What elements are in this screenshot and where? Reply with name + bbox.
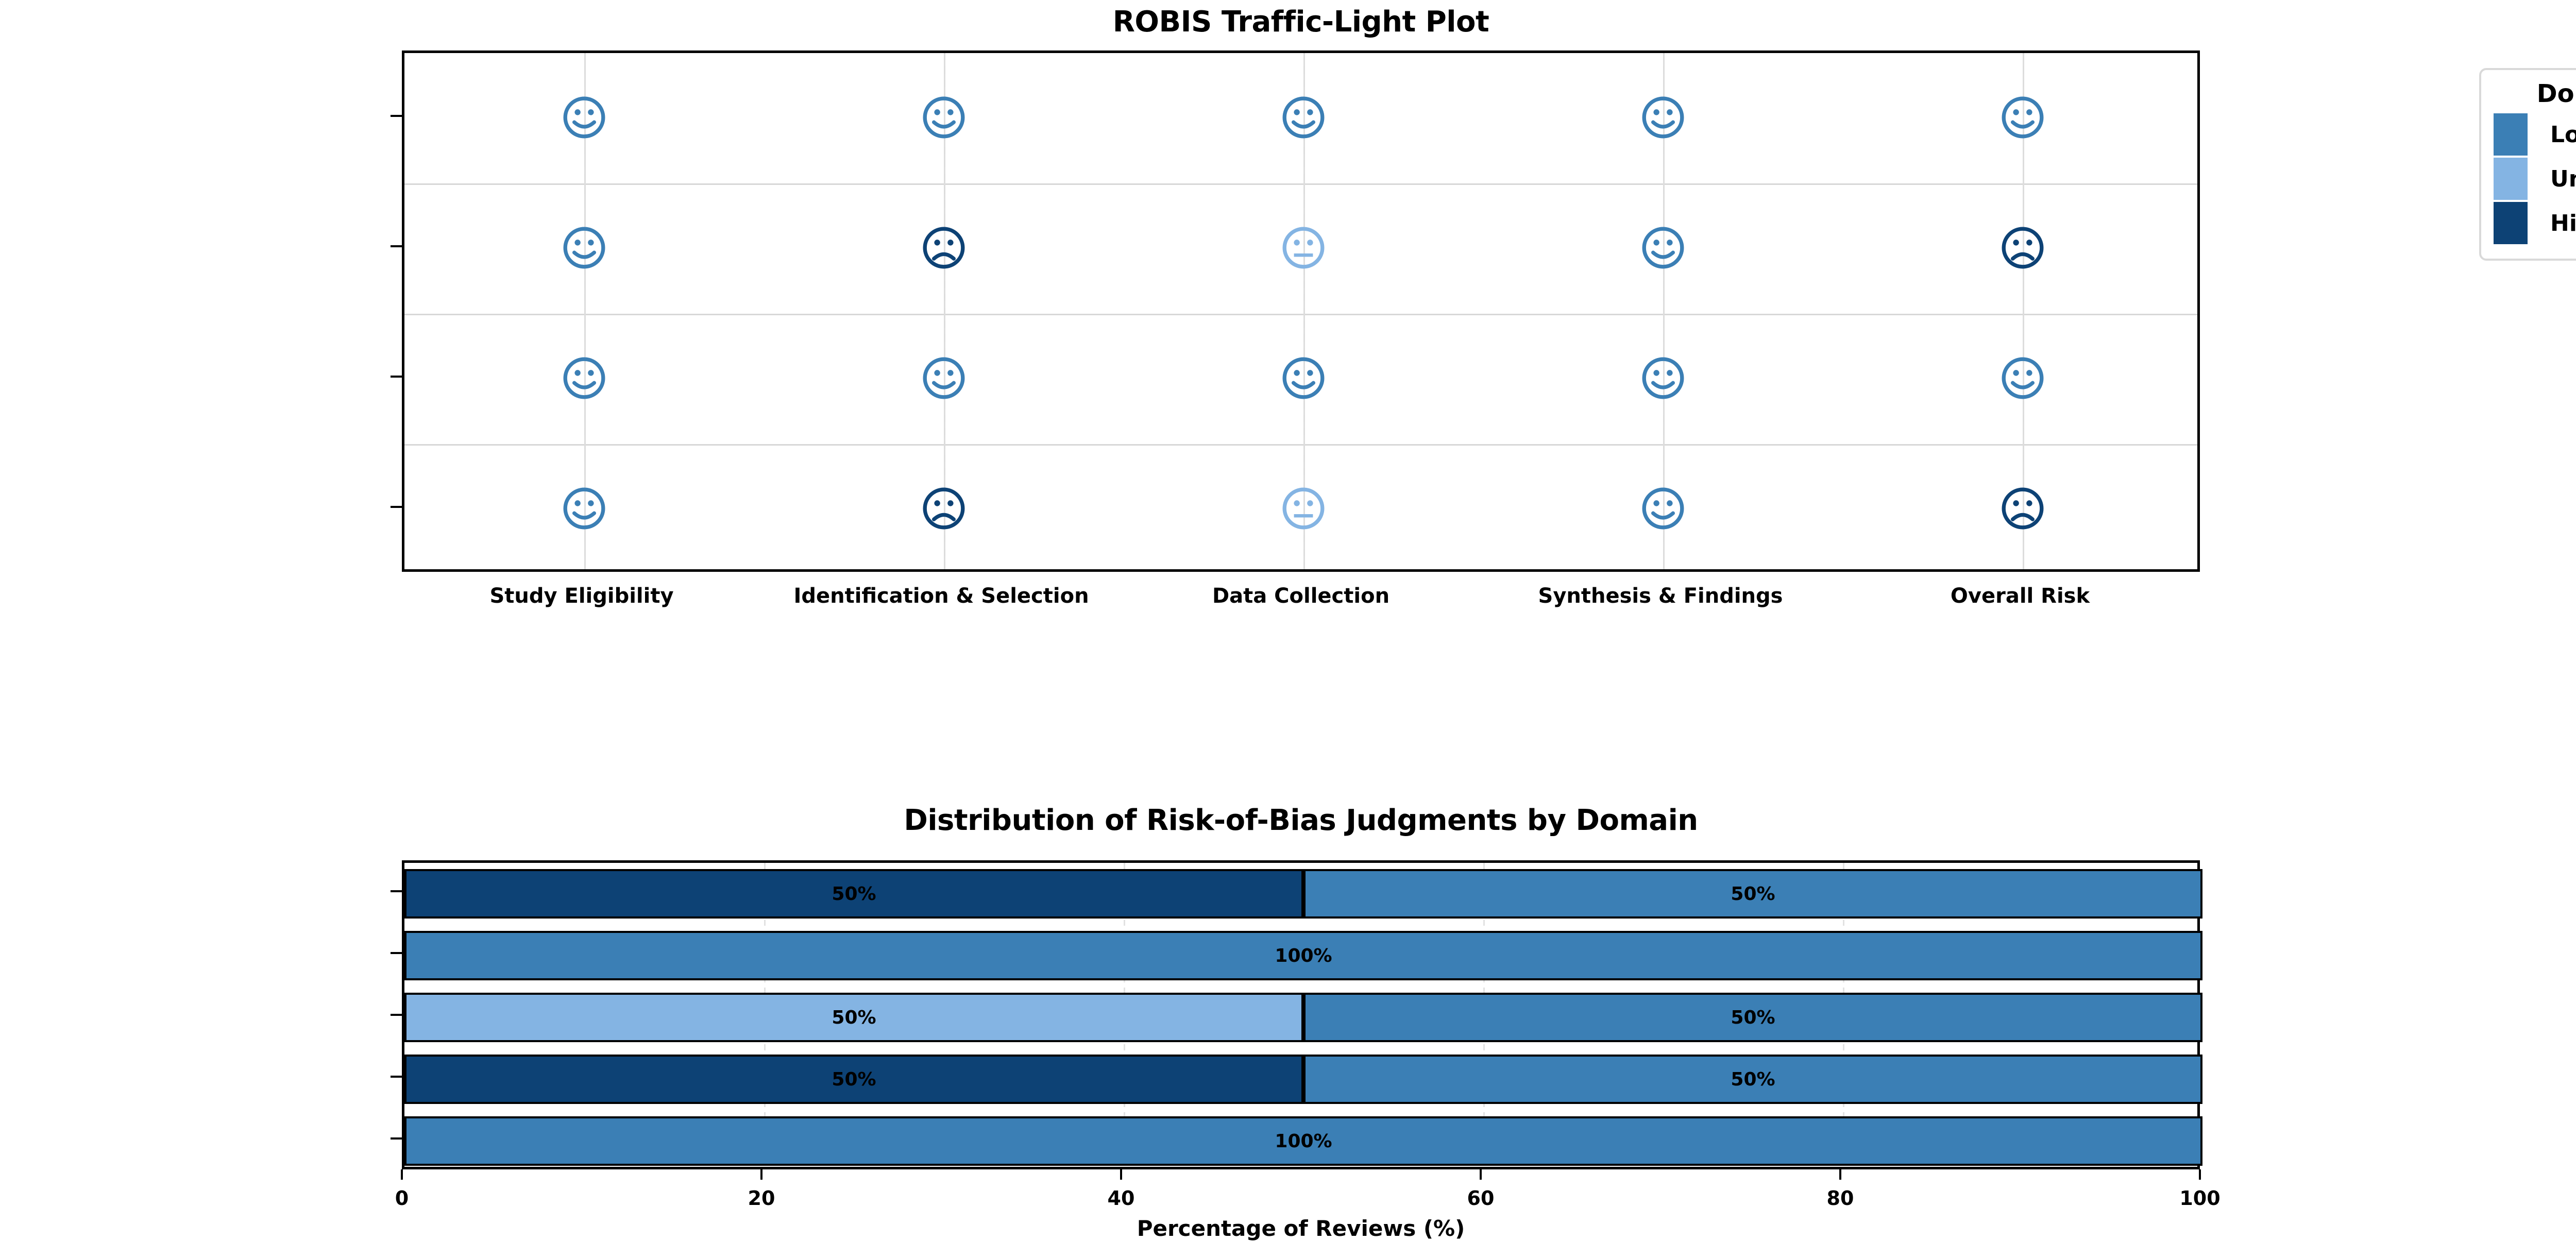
bar-chart-x-tick-label: 0 xyxy=(395,1187,409,1210)
bar-chart-segment-label: 50% xyxy=(1731,1068,1775,1090)
domain-risk-legend: Domain Risk Low RiskUnclear RiskHigh Ris… xyxy=(2479,68,2576,261)
traffic-light-column-gridline xyxy=(584,53,586,569)
smiley-face-icon[interactable] xyxy=(1280,94,1327,143)
bar-chart-y-tick xyxy=(391,952,402,954)
bar-chart-x-tick xyxy=(1480,1169,1482,1180)
bar-chart-x-tick-label: 100 xyxy=(2179,1187,2221,1210)
bar-chart-x-tick xyxy=(1839,1169,1841,1180)
traffic-light-domain-label: Overall Risk xyxy=(1950,584,2090,608)
legend-items: Low RiskUnclear RiskHigh Risk xyxy=(2494,112,2576,245)
smiley-face-icon[interactable] xyxy=(1280,354,1327,404)
bar-chart-segment[interactable]: 100% xyxy=(404,931,2202,980)
traffic-light-y-tick xyxy=(391,375,402,378)
bar-chart-plot-area: 50% 50% 100% 50% 50% 50% 50% 100% xyxy=(402,860,2202,1169)
legend-item[interactable]: Unclear Risk xyxy=(2494,157,2576,201)
traffic-light-column-gridline xyxy=(2023,53,2024,569)
bar-chart-bar: 50% 50% xyxy=(404,1055,2202,1104)
traffic-light-domain-label: Synthesis & Findings xyxy=(1538,584,1783,608)
bar-chart-x-tick-label: 20 xyxy=(748,1187,775,1210)
legend-item[interactable]: High Risk xyxy=(2494,201,2576,245)
traffic-light-domain-label: Study Eligibility xyxy=(489,584,674,608)
traffic-light-y-tick xyxy=(391,245,402,247)
legend-item-label: High Risk xyxy=(2550,210,2576,236)
legend-color-swatch xyxy=(2494,158,2528,200)
smiley-face-icon[interactable] xyxy=(561,485,608,534)
sad-face-icon[interactable] xyxy=(920,485,968,534)
bar-chart-x-tick-label: 40 xyxy=(1107,1187,1135,1210)
smiley-face-icon[interactable] xyxy=(1639,485,1687,534)
traffic-light-y-tick xyxy=(391,505,402,508)
smiley-face-icon[interactable] xyxy=(561,94,608,143)
bar-chart-bar: 100% xyxy=(404,931,2202,980)
bar-chart-segment-label: 50% xyxy=(1731,1007,1775,1028)
traffic-light-column-gridline xyxy=(944,53,945,569)
bar-chart-segment[interactable]: 100% xyxy=(404,1116,2202,1166)
bar-chart-x-tick-label: 60 xyxy=(1467,1187,1495,1210)
neutral-face-icon[interactable] xyxy=(1280,224,1327,274)
traffic-light-column-gridline xyxy=(1303,53,1305,569)
legend-item[interactable]: Low Risk xyxy=(2494,112,2576,157)
bar-chart-segment-label: 50% xyxy=(832,1068,876,1090)
traffic-light-y-tick xyxy=(391,114,402,117)
bar-chart-x-tick-label: 80 xyxy=(1826,1187,1854,1210)
neutral-face-icon[interactable] xyxy=(1280,485,1327,534)
bar-chart-x-tick xyxy=(2199,1169,2201,1180)
bar-chart-segment[interactable]: 50% xyxy=(1303,1055,2202,1104)
traffic-light-title: ROBIS Traffic-Light Plot xyxy=(1112,5,1489,39)
legend-color-swatch xyxy=(2494,113,2528,156)
traffic-light-domain-label: Identification & Selection xyxy=(793,584,1089,608)
bar-chart-bar: 50% 50% xyxy=(404,993,2202,1042)
bar-chart-x-tick xyxy=(401,1169,403,1180)
sad-face-icon[interactable] xyxy=(1999,485,2046,534)
legend-item-label: Unclear Risk xyxy=(2550,165,2576,192)
bar-chart-xaxis-label: Percentage of Reviews (%) xyxy=(1137,1216,1465,1241)
traffic-light-column-gridline xyxy=(1663,53,1665,569)
smiley-face-icon[interactable] xyxy=(561,354,608,404)
bar-chart-segment[interactable]: 50% xyxy=(404,1055,1303,1104)
smiley-face-icon[interactable] xyxy=(1999,354,2046,404)
smiley-face-icon[interactable] xyxy=(561,224,608,274)
bar-chart-segment-label: 100% xyxy=(1275,945,1332,966)
bar-chart-segment-label: 50% xyxy=(832,883,876,905)
bar-chart-segment[interactable]: 50% xyxy=(404,869,1303,919)
smiley-face-icon[interactable] xyxy=(920,354,968,404)
bar-chart-title: Distribution of Risk-of-Bias Judgments b… xyxy=(904,804,1698,837)
bar-chart-segment[interactable]: 50% xyxy=(1303,869,2202,919)
smiley-face-icon[interactable] xyxy=(1999,94,2046,143)
bar-chart-segment[interactable]: 50% xyxy=(404,993,1303,1042)
traffic-light-row-gridline xyxy=(404,444,2197,446)
bar-chart-y-tick xyxy=(391,1137,402,1140)
smiley-face-icon[interactable] xyxy=(1639,354,1687,404)
smiley-face-icon[interactable] xyxy=(1639,94,1687,143)
legend-color-swatch xyxy=(2494,202,2528,244)
traffic-light-figure: ROBIS Traffic-Light Plot Study 4 2016Stu… xyxy=(0,0,2421,644)
traffic-light-plot-area xyxy=(402,50,2200,572)
traffic-light-domain-label: Data Collection xyxy=(1212,584,1390,608)
traffic-light-row-gridline xyxy=(404,314,2197,315)
sad-face-icon[interactable] xyxy=(1999,224,2046,274)
bar-chart-segment-label: 100% xyxy=(1275,1130,1332,1152)
bar-chart-bar: 100% xyxy=(404,1116,2202,1166)
legend-item-label: Low Risk xyxy=(2550,121,2576,148)
legend-title: Domain Risk xyxy=(2536,79,2576,108)
sad-face-icon[interactable] xyxy=(920,224,968,274)
bar-chart-y-tick xyxy=(391,1014,402,1016)
smiley-face-icon[interactable] xyxy=(920,94,968,143)
bar-chart-x-tick xyxy=(760,1169,762,1180)
bar-chart-x-tick xyxy=(1120,1169,1122,1180)
bar-chart-bar: 50% 50% xyxy=(404,869,2202,919)
traffic-light-row-gridline xyxy=(404,183,2197,185)
smiley-face-icon[interactable] xyxy=(1639,224,1687,274)
bar-chart-segment-label: 50% xyxy=(832,1007,876,1028)
distribution-bar-figure: Distribution of Risk-of-Bias Judgments b… xyxy=(0,804,2421,1241)
bar-chart-segment-label: 50% xyxy=(1731,883,1775,905)
bar-chart-y-tick xyxy=(391,890,402,892)
bar-chart-y-tick xyxy=(391,1076,402,1078)
bar-chart-segment[interactable]: 50% xyxy=(1303,993,2202,1042)
